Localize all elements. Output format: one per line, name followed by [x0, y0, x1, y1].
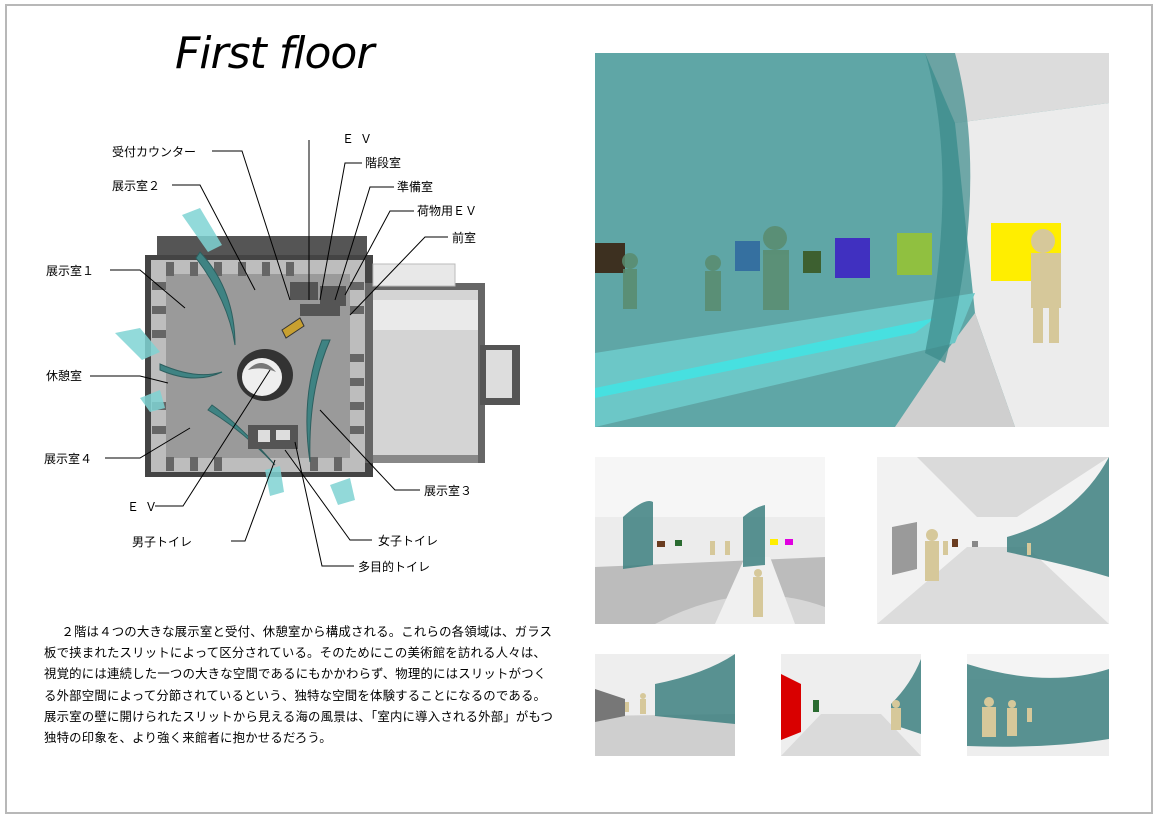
label-reception-counter: 受付カウンター	[112, 145, 197, 159]
label-womens-wc: 女子トイレ	[378, 534, 439, 548]
label-exhibit-3: 展示室３	[424, 484, 473, 498]
render-small-view-3	[967, 654, 1109, 756]
label-freight-ev: 荷物用ＥＶ	[417, 204, 478, 218]
plan-service-rooms-top	[290, 282, 346, 316]
plan-leader-lines	[90, 140, 448, 567]
description-text: ２階は４つの大きな展示室と受付、休憩室から構成される。これらの各領域は、ガラス板…	[44, 624, 554, 746]
render-main-gallery	[595, 53, 1109, 427]
label-ev-bottom: ＥＶ	[127, 500, 164, 514]
label-multipurpose-wc: 多目的トイレ	[358, 560, 431, 574]
label-anteroom: 前室	[452, 231, 477, 245]
label-lounge: 休憩室	[46, 369, 83, 383]
render-small-view-1	[595, 654, 735, 756]
label-mens-wc: 男子トイレ	[132, 535, 193, 549]
label-exhibit-4: 展示室４	[44, 452, 93, 466]
plan-glass-slits	[159, 251, 331, 466]
render-small-view-2	[781, 654, 921, 756]
render-corridor-view	[877, 457, 1109, 624]
label-stairs: 階段室	[365, 156, 402, 170]
plan-back-wall	[157, 236, 367, 256]
plan-wc-block	[248, 425, 298, 449]
label-prep-room: 準備室	[397, 180, 434, 194]
floor-plan	[90, 140, 520, 567]
plan-reception-counter	[281, 317, 305, 339]
label-exhibit-1: 展示室１	[46, 264, 95, 278]
label-exhibit-2: 展示室２	[112, 179, 161, 193]
render-stair-view	[595, 457, 825, 624]
label-ev-top: ＥＶ	[342, 132, 379, 146]
page-title: First floor	[175, 28, 374, 79]
